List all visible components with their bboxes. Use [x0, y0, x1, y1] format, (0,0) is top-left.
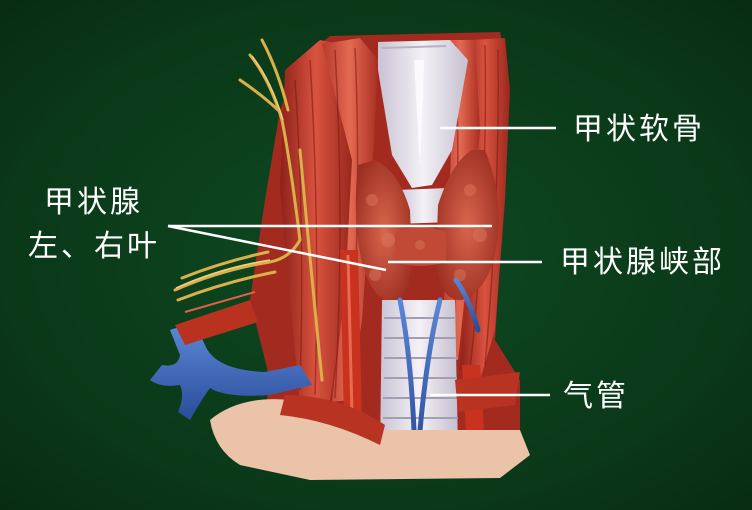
- label-thyroid-isthmus: 甲状腺峡部: [560, 245, 725, 280]
- label-thyroid-lobes-line2: 左、右叶: [28, 229, 160, 264]
- left-strap-muscle-2: [322, 38, 378, 402]
- nerve-highlights: [175, 55, 284, 289]
- gland-texture: [366, 184, 487, 281]
- leader-left-lobe-b: [167, 224, 387, 272]
- label-thyroid-lobes-line1: 甲状腺: [44, 185, 143, 220]
- leader-lines: [167, 126, 556, 397]
- label-thyroid-cartilage: 甲状软骨: [573, 112, 705, 147]
- subclavian-vein: [150, 327, 312, 420]
- sternocleidomastoid-lower: [280, 395, 385, 445]
- tracheal-rings: [383, 317, 458, 439]
- thyroid-cartilage: [378, 40, 468, 188]
- label-trachea: 气管: [563, 379, 629, 414]
- thyroid-isthmus: [395, 227, 446, 266]
